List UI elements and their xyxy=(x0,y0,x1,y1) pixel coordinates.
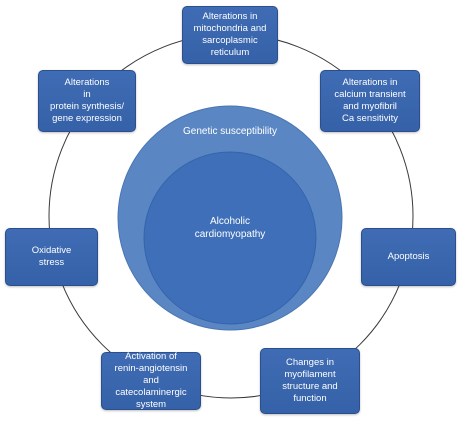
node-mitochondria: Alterations in mitochondria and sarcopla… xyxy=(182,6,278,64)
alcoholic-cardiomyopathy-label: Alcoholic cardiomyopathy xyxy=(194,216,266,240)
node-renin-angiotensin: Activation of renin-angiotensin and cate… xyxy=(101,351,201,410)
node-myofilament: Changes in myofilament structure and fun… xyxy=(260,348,360,414)
node-protein-synthesis: Alterations in protein synthesis/ gene e… xyxy=(38,70,136,132)
genetic-susceptibility-label: Genetic susceptibility xyxy=(183,126,277,137)
node-calcium-transient: Alterations in calcium transient and myo… xyxy=(320,70,420,132)
node-mitochondria-label: Alterations in mitochondria and sarcopla… xyxy=(193,11,267,58)
alcoholic-cardiomyopathy-circle xyxy=(143,151,317,325)
node-oxidative-stress: Oxidative stress xyxy=(5,228,98,286)
node-calcium-transient-label: Alterations in calcium transient and myo… xyxy=(334,77,406,124)
node-myofilament-label: Changes in myofilament structure and fun… xyxy=(282,357,338,404)
node-protein-synthesis-label: Alterations in protein synthesis/ gene e… xyxy=(50,77,124,124)
node-oxidative-stress-label: Oxidative stress xyxy=(31,245,72,268)
node-renin-angiotensin-label: Activation of renin-angiotensin and cate… xyxy=(114,351,188,410)
node-apoptosis-label: Apoptosis xyxy=(387,251,430,262)
node-apoptosis: Apoptosis xyxy=(361,228,456,286)
